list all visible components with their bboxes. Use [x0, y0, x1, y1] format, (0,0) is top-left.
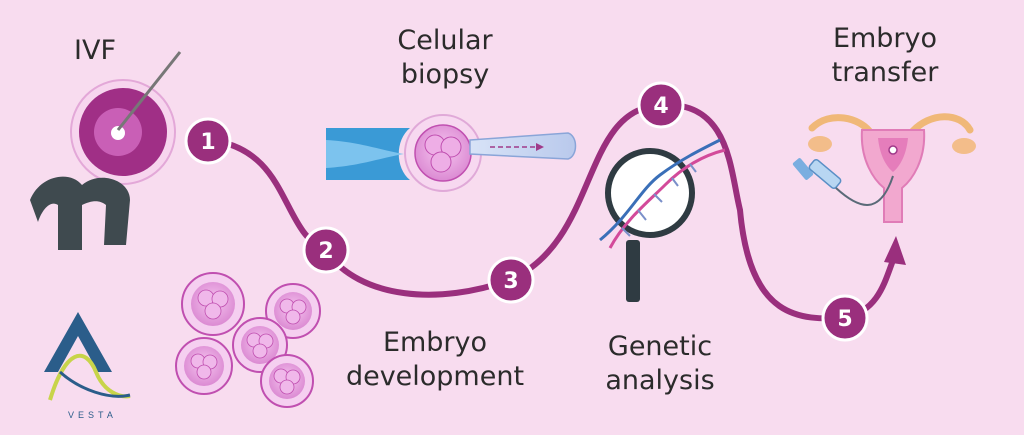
- embryo-cell: [181, 272, 245, 336]
- step-number: 5: [837, 307, 852, 332]
- step-number: 4: [653, 94, 668, 119]
- step-number: 1: [200, 130, 215, 155]
- step-number: 2: [318, 239, 333, 264]
- label-genetic-analysis: Genetic analysis: [580, 330, 740, 398]
- logo-text: VESTA: [68, 410, 117, 420]
- label-line: Celular: [397, 25, 493, 56]
- embryo-cells: [175, 272, 321, 408]
- step-marker-2: 2: [302, 226, 350, 274]
- ivf-illustration: [30, 51, 182, 250]
- label-line: biopsy: [400, 59, 490, 90]
- label-line: Genetic: [607, 331, 713, 362]
- path-arrowhead: [884, 236, 906, 265]
- step-marker-4: 4: [637, 81, 685, 129]
- embryo-cell: [175, 337, 233, 395]
- label-ivf-text: IVF: [74, 35, 116, 66]
- label-line: development: [345, 361, 525, 392]
- uterus-illustration: [808, 113, 976, 223]
- magnifier-dna-illustration: [599, 138, 726, 302]
- label-embryo-transfer: Embryo transfer: [800, 22, 970, 90]
- syringe-illustration: [792, 158, 894, 206]
- step-marker-1: 1: [184, 117, 232, 165]
- label-line: Embryo: [832, 23, 938, 54]
- embryo-cell: [265, 283, 321, 339]
- label-embryo-development: Embryo development: [320, 326, 550, 394]
- step-marker-5: 5: [821, 294, 869, 342]
- label-cellular-biopsy: Celular biopsy: [360, 24, 530, 92]
- label-line: transfer: [831, 57, 939, 88]
- biopsy-illustration: [326, 114, 577, 192]
- embryo-cell: [260, 354, 314, 408]
- vesta-logo: VESTA: [44, 312, 131, 420]
- label-ivf: IVF: [60, 34, 130, 68]
- step-number: 3: [503, 269, 518, 294]
- label-line: analysis: [605, 365, 715, 396]
- label-line: Embryo: [382, 327, 488, 358]
- step-marker-3: 3: [487, 256, 535, 304]
